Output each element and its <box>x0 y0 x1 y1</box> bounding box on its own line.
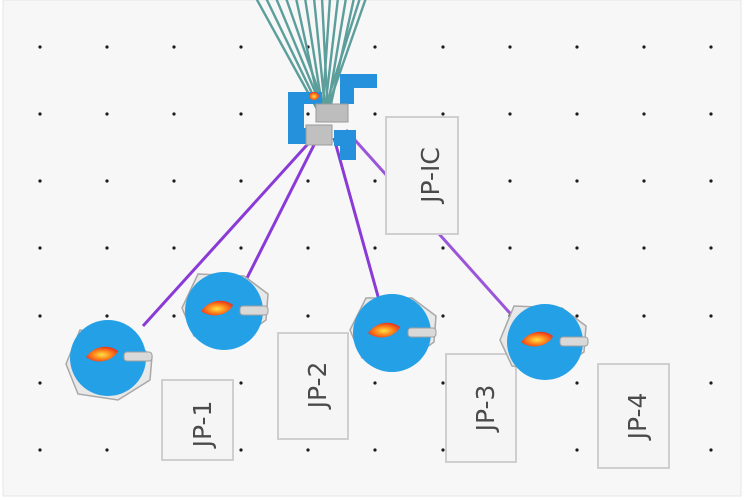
grid-dot <box>172 112 176 116</box>
grid-dot <box>441 314 445 318</box>
grid-dot <box>105 314 109 318</box>
grid-dot <box>239 179 243 183</box>
grid-dot <box>373 246 377 250</box>
grid-dot <box>441 246 445 250</box>
upstream-wire[interactable] <box>322 0 367 119</box>
grid-dot <box>709 448 713 452</box>
grid-dot <box>508 246 512 250</box>
grid-dot <box>105 45 109 49</box>
grid-dot <box>239 246 243 250</box>
grid-dot <box>38 45 42 49</box>
grid-dot <box>373 45 377 49</box>
grid-dot <box>105 448 109 452</box>
grid-dot <box>373 448 377 452</box>
node-jp-4[interactable]: JP-4 <box>499 304 670 469</box>
grid-dot <box>105 179 109 183</box>
node-label-box: JP-4 <box>597 363 670 469</box>
grid-dot <box>38 246 42 250</box>
grid-dot <box>642 179 646 183</box>
hub-label: JP-IC <box>416 147 445 205</box>
grid-dot <box>239 45 243 49</box>
burner-flame-icon <box>499 304 589 380</box>
grid-dot <box>709 179 713 183</box>
grid-dot <box>575 246 579 250</box>
grid-dot <box>239 448 243 452</box>
grid-dot <box>508 179 512 183</box>
node-label-box: JP-1 <box>161 379 234 461</box>
grid-dot <box>105 246 109 250</box>
grid-dot <box>709 314 713 318</box>
grid-dot <box>441 381 445 385</box>
node-label: JP-2 <box>303 362 332 411</box>
grid-dot <box>575 448 579 452</box>
grid-dot <box>172 246 176 250</box>
grid-dot <box>105 112 109 116</box>
connection-jp-ic-to-jp-2[interactable] <box>243 136 320 283</box>
grid-dot <box>38 381 42 385</box>
grid-dot <box>306 179 310 183</box>
grid-dot <box>575 112 579 116</box>
grid-dot <box>709 381 713 385</box>
upstream-wire[interactable] <box>320 0 361 119</box>
grid-dot <box>709 112 713 116</box>
grid-dot <box>38 314 42 318</box>
grid-dot <box>306 246 310 250</box>
grid-dot <box>575 381 579 385</box>
node-label-box: JP-3 <box>445 353 517 463</box>
grid-dot <box>38 448 42 452</box>
grid-dot <box>575 179 579 183</box>
grid-dot <box>575 314 579 318</box>
node-label: JP-3 <box>471 385 500 434</box>
grid-dot <box>172 314 176 318</box>
grid-dot <box>239 381 243 385</box>
node-label: JP-4 <box>623 393 652 442</box>
connection-jp-ic-to-jp-3[interactable] <box>332 137 381 301</box>
grid-dot <box>642 314 646 318</box>
grid-dot <box>508 112 512 116</box>
grid-dot <box>306 448 310 452</box>
grid-dot <box>38 179 42 183</box>
pipe-junction-icon <box>288 74 377 160</box>
node-jp-2[interactable]: JP-2 <box>181 272 349 440</box>
burner-flame-icon <box>181 272 269 350</box>
hub-label-box: JP-IC <box>385 116 459 235</box>
grid-dot <box>441 448 445 452</box>
grid-dot <box>642 246 646 250</box>
node-label-box: JP-2 <box>277 332 349 440</box>
hub-junction[interactable]: JP-IC <box>288 74 459 235</box>
node-label: JP-1 <box>188 401 217 450</box>
grid-dot <box>709 45 713 49</box>
grid-dot <box>575 45 579 49</box>
node-jp-3[interactable]: JP-3 <box>349 294 517 463</box>
grid-dot <box>373 112 377 116</box>
grid-dot <box>373 381 377 385</box>
node-jp-1[interactable]: JP-1 <box>65 320 234 461</box>
grid-dot <box>508 45 512 49</box>
upstream-wire[interactable] <box>320 0 332 119</box>
connection-jp-ic-to-jp-1[interactable] <box>141 133 318 328</box>
grid-dot <box>709 246 713 250</box>
grid-dot <box>306 314 310 318</box>
upstream-wire[interactable] <box>322 0 339 119</box>
grid-dot <box>239 112 243 116</box>
grid-dot <box>306 112 310 116</box>
burner-flame-icon <box>65 320 153 401</box>
grid-dot <box>642 45 646 49</box>
upstream-connections <box>255 0 367 119</box>
grid-dot <box>441 45 445 49</box>
grid-dot <box>441 112 445 116</box>
burner-flame-icon <box>349 294 437 372</box>
grid-dot <box>642 112 646 116</box>
grid-dot <box>172 45 176 49</box>
grid-dot <box>373 179 377 183</box>
grid-dot <box>38 112 42 116</box>
grid-dot <box>172 179 176 183</box>
